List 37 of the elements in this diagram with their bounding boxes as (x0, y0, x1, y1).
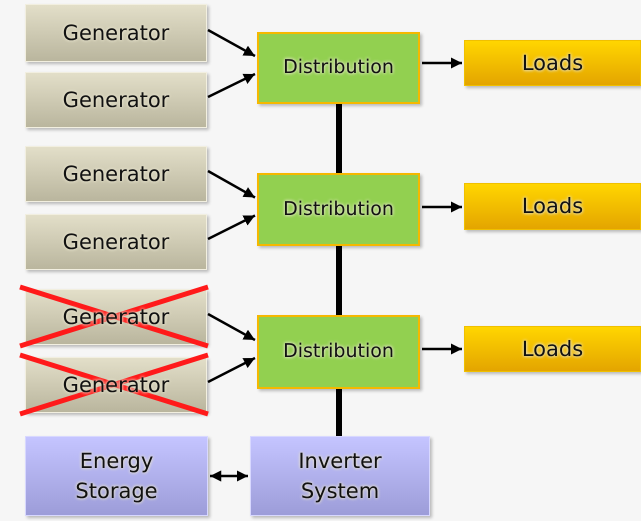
node-label: Distribution (283, 196, 394, 222)
arrow (207, 214, 256, 240)
distribution-box (257, 173, 420, 246)
loads-box (464, 326, 641, 372)
node-label: Distribution (283, 55, 394, 80)
arrow (207, 312, 256, 342)
arrow (210, 470, 248, 482)
node-label: Energy Storage (74, 448, 159, 505)
system-box (25, 436, 208, 516)
arrow (207, 170, 256, 199)
node-label: Generator (62, 160, 170, 188)
distribution-box (257, 315, 420, 389)
node-label: Distribution (283, 339, 394, 364)
node-label: Loads (522, 50, 584, 77)
loads-box (464, 40, 641, 86)
distribution-box (257, 32, 420, 104)
node-label: Loads (522, 336, 584, 363)
arrow (422, 201, 462, 213)
node-label: Inverter System (297, 448, 383, 505)
arrow (207, 72, 256, 98)
arrow (207, 356, 256, 384)
connector-line (336, 104, 342, 173)
node-label: Loads (522, 193, 584, 220)
arrow (207, 28, 256, 58)
arrow (422, 57, 462, 69)
connector-line (336, 246, 342, 315)
node-label: Generator (62, 228, 170, 256)
generator-box (25, 4, 207, 62)
node-label: Generator (62, 20, 170, 47)
connector-line (336, 389, 342, 436)
node-label: Generator (62, 86, 170, 114)
system-box (250, 436, 430, 516)
generator-box (25, 146, 207, 202)
generator-box (25, 72, 207, 128)
loads-box (464, 183, 641, 230)
generator-box (25, 214, 207, 270)
arrow (422, 343, 462, 355)
